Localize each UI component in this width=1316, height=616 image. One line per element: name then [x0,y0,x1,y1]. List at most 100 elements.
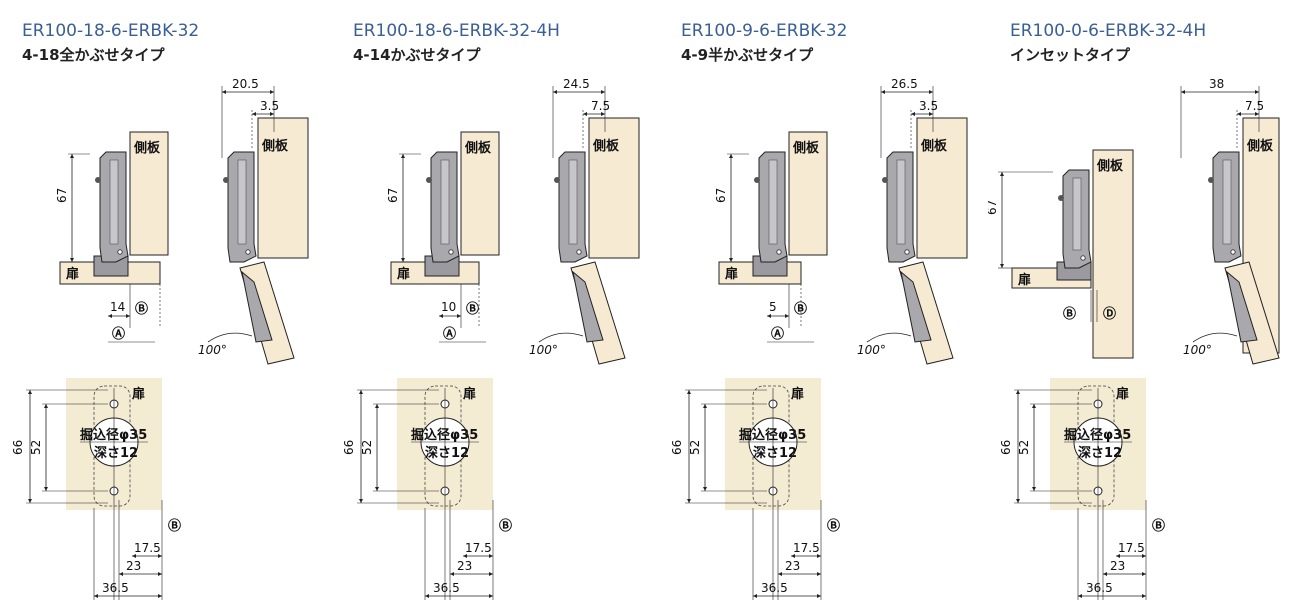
door-label: 扉 [1116,386,1129,402]
edge-to-hole-dimension: 17.5 [465,541,492,555]
door-label: 扉 [1018,272,1031,288]
cup-inner-dimension: 52 [29,440,43,455]
edge-to-hole-dimension: 17.5 [134,541,161,555]
overlay-type: インセットタイプ [1010,46,1131,64]
arm-width-dimension: 24.5 [563,77,590,91]
ref-d-marker: Ⓓ [1103,306,1116,322]
overlay-type: 4-18全かぶせタイプ [22,46,165,64]
offset-dimension: 14 [110,300,125,314]
ref-b-marker: Ⓑ [1152,518,1165,534]
cup-outer-dimension: 66 [999,440,1013,455]
cup-outer-dimension: 66 [342,440,356,455]
arm-offset-dimension: 3.5 [919,99,938,113]
door-label: 扉 [66,266,79,282]
bore-diameter: 掘込径φ35 [411,427,478,443]
edge-to-hole-dimension: 17.5 [1118,541,1145,555]
ref-b-marker: Ⓑ [466,301,479,317]
cup-outer-dimension: 66 [11,440,25,455]
bore-depth: 深さ12 [94,445,138,461]
door-label: 扉 [397,266,410,282]
hinge-arm-open [1226,270,1258,343]
arm-width-dimension: 26.5 [891,77,918,91]
side-panel-label: 側板 [464,140,492,156]
height-dimension: 67 [988,200,999,215]
edge-to-hole-dimension: 17.5 [793,541,820,555]
overall-dimension: 36.5 [1086,581,1113,595]
opening-angle: 100° [857,343,886,357]
arm-offset-dimension: 7.5 [591,99,610,113]
side-panel-label: 側板 [133,140,161,156]
ref-a-marker: Ⓐ [112,326,125,342]
cup-inner-dimension: 52 [1017,440,1031,455]
side-panel [460,131,500,256]
edge-to-center-dimension: 23 [457,559,472,573]
overlay-type: 4-9半かぶせタイプ [681,46,814,64]
angle-arc [866,332,912,343]
overlay-type: 4-14かぶせタイプ [353,46,481,64]
height-dimension: 67 [386,188,400,203]
side-panel [588,117,640,259]
hinge-screw [223,177,229,183]
bore-depth: 深さ12 [753,445,797,461]
hinge-screw [426,177,432,183]
cup-inner-dimension: 52 [360,440,374,455]
cup-outer-dimension: 66 [670,440,684,455]
side-panel-label: 側板 [792,140,820,156]
cup-inner-dimension: 52 [688,440,702,455]
edge-to-center-dimension: 23 [126,559,141,573]
ref-b-marker: Ⓑ [794,301,807,317]
overall-dimension: 36.5 [102,581,129,595]
side-panel [257,117,309,259]
hinge-screw [1208,177,1214,183]
door-label: 扉 [132,386,145,402]
offset-dimension: 5 [769,300,777,314]
hinge-arm-open [572,270,604,343]
overall-dimension: 36.5 [761,581,788,595]
side-panel [129,131,169,256]
door-label: 扉 [725,266,738,282]
model-number: ER100-18-6-ERBK-32-4H [353,21,560,41]
offset-dimension: 10 [441,300,456,314]
ref-b-marker: Ⓑ [827,518,840,534]
hinge-screw [95,177,101,183]
overall-dimension: 36.5 [433,581,460,595]
height-dimension: 67 [55,188,69,203]
side-panel-label: 側板 [920,138,948,154]
ref-b-marker: Ⓑ [168,518,181,534]
hinge-screw [882,177,888,183]
bore-diameter: 掘込径φ35 [1064,427,1131,443]
side-panel [916,117,968,259]
hinge-screw [754,177,760,183]
bore-depth: 深さ12 [1078,445,1122,461]
hinge-screw [1058,195,1064,201]
hinge-arm-open [241,270,273,343]
ref-b-marker: Ⓑ [135,301,148,317]
side-panel-label: 側板 [261,138,289,154]
side-view-open: 側板 100° 26.53.5 [857,77,968,365]
hinge-arm-open [900,270,932,343]
door-label: 扉 [791,386,804,402]
model-number: ER100-9-6-ERBK-32 [681,21,848,41]
door-label: 扉 [463,386,476,402]
bore-depth: 深さ12 [425,445,469,461]
angle-arc [207,332,253,343]
opening-angle: 100° [1183,343,1212,357]
side-view-closed: 側板扉 67 14 Ⓑ Ⓐ [55,131,169,343]
side-panel [788,131,828,256]
angle-arc [1192,332,1238,343]
arm-offset-dimension: 7.5 [1245,99,1264,113]
side-panel-label: 側板 [592,138,620,154]
